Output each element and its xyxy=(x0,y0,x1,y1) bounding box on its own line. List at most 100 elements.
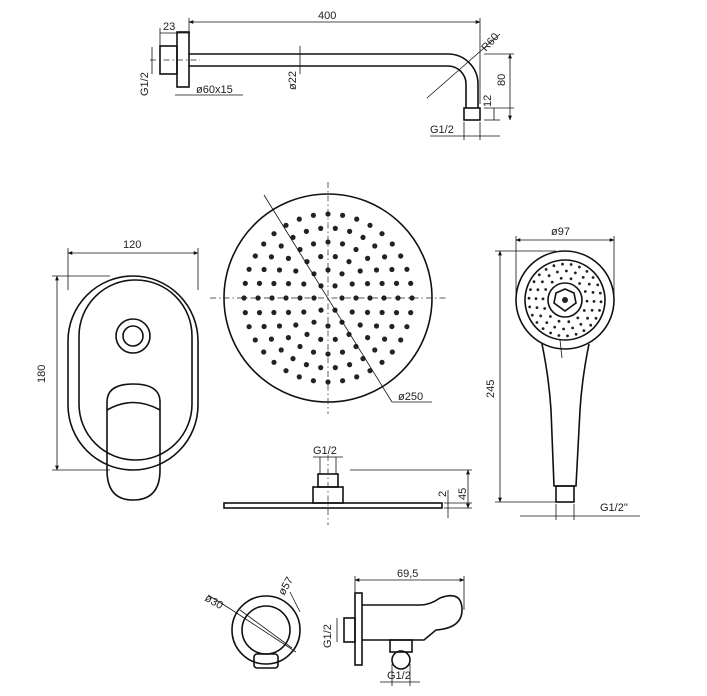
rain-nozzle xyxy=(246,324,252,330)
rain-nozzle xyxy=(373,323,380,329)
rain-nozzle xyxy=(242,280,248,286)
rain-nozzle xyxy=(297,246,303,253)
shower-arm-drop-label: 80 xyxy=(496,74,508,86)
rain-nozzle xyxy=(367,368,373,374)
hand-nozzle xyxy=(583,290,587,293)
rain-head-nozzles xyxy=(241,211,415,385)
rain-nozzle xyxy=(398,337,404,343)
rain-nozzle xyxy=(293,268,299,274)
rain-nozzle xyxy=(303,362,309,368)
wall-outlet-front-spout xyxy=(253,653,279,669)
hand-nozzle xyxy=(550,280,554,284)
rain-nozzle xyxy=(404,324,410,330)
hand-nozzle xyxy=(556,270,559,274)
hand-nozzle xyxy=(559,276,563,280)
rain-nozzle xyxy=(283,368,289,374)
hand-nozzle xyxy=(576,316,580,320)
hand-nozzle xyxy=(541,327,545,330)
hand-nozzle xyxy=(599,300,603,304)
rain-nozzle xyxy=(297,343,303,350)
rain-nozzle xyxy=(261,266,267,273)
rain-nozzle xyxy=(379,359,385,365)
hand-nozzle xyxy=(569,277,573,281)
hand-nozzle xyxy=(545,321,549,324)
rain-nozzle xyxy=(389,266,395,273)
mixer-plate-outline xyxy=(67,275,199,471)
hand-nozzle xyxy=(529,288,532,291)
shower-arm-flange-diameter-label: ø60x15 xyxy=(196,84,233,96)
rain-nozzle xyxy=(367,295,373,301)
rain-nozzle xyxy=(318,336,324,342)
hand-nozzle xyxy=(552,264,556,268)
hand-nozzle xyxy=(541,280,544,284)
hand-nozzle xyxy=(587,282,591,286)
shower-arm-inlet-thread-label: G1/2 xyxy=(139,72,151,96)
hand-nozzle xyxy=(569,263,573,266)
rain-nozzle xyxy=(389,349,395,355)
hand-shower-nozzles xyxy=(527,262,603,338)
wall-outlet-inner-diameter-label: ø30 xyxy=(203,592,225,612)
mixer-plate-height-label: 180 xyxy=(36,365,48,383)
hand-nozzle xyxy=(578,282,581,285)
hand-nozzle xyxy=(535,321,539,324)
rain-nozzle xyxy=(372,347,378,353)
rain-nozzle xyxy=(310,212,316,218)
rain-nozzle xyxy=(393,310,400,316)
hand-nozzle xyxy=(557,334,561,337)
mixer-lever xyxy=(106,383,161,501)
hand-nozzle xyxy=(585,270,589,273)
rain-nozzle xyxy=(379,309,385,316)
wall-outlet-holder xyxy=(362,594,463,641)
rain-head-top-view: ø250 xyxy=(210,182,446,414)
shower-arm-drawing: 400 23 R60 G1/2 ø60x15 ø22 80 12 G1/2 xyxy=(139,10,514,140)
wall-outlet-bottom-thread-label: G1/2 xyxy=(387,670,411,682)
rain-nozzle xyxy=(285,281,292,287)
hand-nozzle xyxy=(579,322,583,326)
hand-shower-length-label: 245 xyxy=(485,380,497,398)
rain-head-height-label: 45 xyxy=(457,488,469,500)
rain-nozzle xyxy=(389,241,395,247)
rain-head-plate-thickness-label: 2 xyxy=(437,491,449,497)
rain-nozzle xyxy=(346,259,352,265)
rain-nozzle xyxy=(271,280,277,287)
rain-nozzle xyxy=(408,280,414,286)
hand-nozzle xyxy=(582,309,586,312)
rain-nozzle xyxy=(242,310,248,316)
rain-nozzle xyxy=(393,280,400,286)
rain-nozzle xyxy=(339,241,346,247)
hand-nozzle xyxy=(574,332,578,336)
hand-nozzle xyxy=(585,299,589,303)
rain-nozzle xyxy=(290,356,296,362)
rain-nozzle xyxy=(354,216,360,222)
shower-arm-radius-label: R60 xyxy=(479,31,501,54)
rain-head-thread-label: G1/2 xyxy=(313,445,337,457)
hand-nozzle xyxy=(528,305,532,309)
rain-nozzle xyxy=(261,349,267,355)
rain-nozzle xyxy=(325,267,331,273)
hand-nozzle xyxy=(536,288,540,292)
hand-shower-selector-icon xyxy=(553,288,577,312)
hand-shower-thread-label: G1/2" xyxy=(600,502,628,514)
hand-nozzle xyxy=(596,283,600,287)
rain-nozzle xyxy=(364,309,371,315)
hand-nozzle xyxy=(586,316,589,320)
rain-nozzle xyxy=(349,281,355,287)
rain-nozzle xyxy=(268,336,274,342)
shower-arm-outlet-length-label: 12 xyxy=(482,95,494,107)
rain-nozzle xyxy=(332,225,338,231)
hand-nozzle xyxy=(532,280,536,284)
rain-nozzle xyxy=(285,335,291,341)
rain-nozzle xyxy=(364,281,371,287)
hand-nozzle xyxy=(594,316,598,320)
rain-nozzle xyxy=(285,255,291,261)
shower-arm-pipe-diameter-label: ø22 xyxy=(287,71,299,90)
hand-nozzle xyxy=(547,274,551,278)
hand-nozzle xyxy=(590,308,594,312)
diverter-knob xyxy=(115,318,151,354)
shower-arm-flange-thickness-label: 23 xyxy=(163,21,175,33)
rain-nozzle xyxy=(271,359,277,365)
rain-nozzle xyxy=(332,254,338,260)
rain-nozzle xyxy=(310,241,317,247)
hand-nozzle xyxy=(571,326,574,330)
rain-nozzle xyxy=(318,225,324,231)
